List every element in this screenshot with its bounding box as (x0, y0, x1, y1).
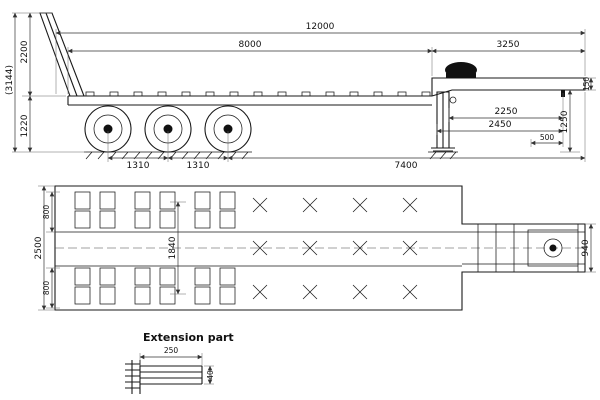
hub (223, 124, 233, 134)
dim-overall-width: 2500 (34, 236, 44, 259)
deck-hatch-pattern (252, 197, 418, 300)
ramp (39, 12, 85, 97)
crank-handle (449, 96, 457, 104)
dim-overall-length: 12000 (306, 22, 335, 32)
extension-structure (125, 360, 203, 394)
toolbox-base (446, 73, 476, 78)
dim-axle-spacing-2: 1310 (187, 161, 210, 171)
extension-detail: Extension part 250 40 (125, 331, 234, 394)
deck (67, 95, 432, 106)
landing-gear (431, 91, 457, 152)
dim-wheel-track-top: 800 (42, 205, 51, 220)
dim-frame-inner-width: 1840 (168, 236, 178, 259)
kingpin-center (549, 244, 557, 252)
plan-view-dimensions: 2500 800 800 1840 940 (34, 185, 594, 311)
dim-overall-height: (3144) (5, 65, 15, 95)
dim-wheel-track-bottom: 800 (42, 281, 51, 296)
deck-cleats (85, 91, 431, 96)
side-view-dimensions: 12000 8000 3250 2200 (3144) 1220 1310 13… (5, 12, 594, 171)
dim-neck-width: 940 (581, 239, 591, 256)
plan-wheel-modules (74, 191, 236, 305)
gooseneck (431, 77, 586, 97)
dim-neck-ground-clearance: 1250 (560, 110, 570, 133)
side-view: 12000 8000 3250 2200 (3144) 1220 1310 13… (5, 12, 596, 171)
kingpin-plate (543, 238, 563, 258)
dim-axle-spacing-1: 1310 (127, 161, 150, 171)
plan-view: 2500 800 800 1840 940 (34, 185, 596, 311)
wheel-axle-1 (84, 105, 132, 153)
dim-leg-offset: 500 (540, 133, 555, 142)
dim-deck-height: 1220 (20, 114, 30, 137)
dim-rear-span: 7400 (395, 161, 418, 171)
landing-leg (431, 91, 455, 152)
dim-neck-lower-length: 2450 (489, 120, 512, 130)
dim-gooseneck-length: 3250 (497, 40, 520, 50)
hub (103, 124, 113, 134)
dim-extension-height: 40 (206, 370, 215, 380)
neck-cross-members (477, 224, 579, 272)
dim-deck-length: 8000 (239, 40, 262, 50)
extension-extension-lines (139, 353, 214, 385)
dim-neck-upper-length: 2250 (495, 107, 518, 117)
dim-ramp-height: 2200 (20, 40, 30, 63)
plan-inner-rails (55, 231, 585, 267)
extension-part-label: Extension part (143, 331, 234, 344)
dim-neck-plate-height: 150 (582, 77, 591, 92)
hub (163, 124, 173, 134)
neck-toolbox (445, 62, 477, 78)
dim-extension-length: 250 (164, 346, 179, 355)
